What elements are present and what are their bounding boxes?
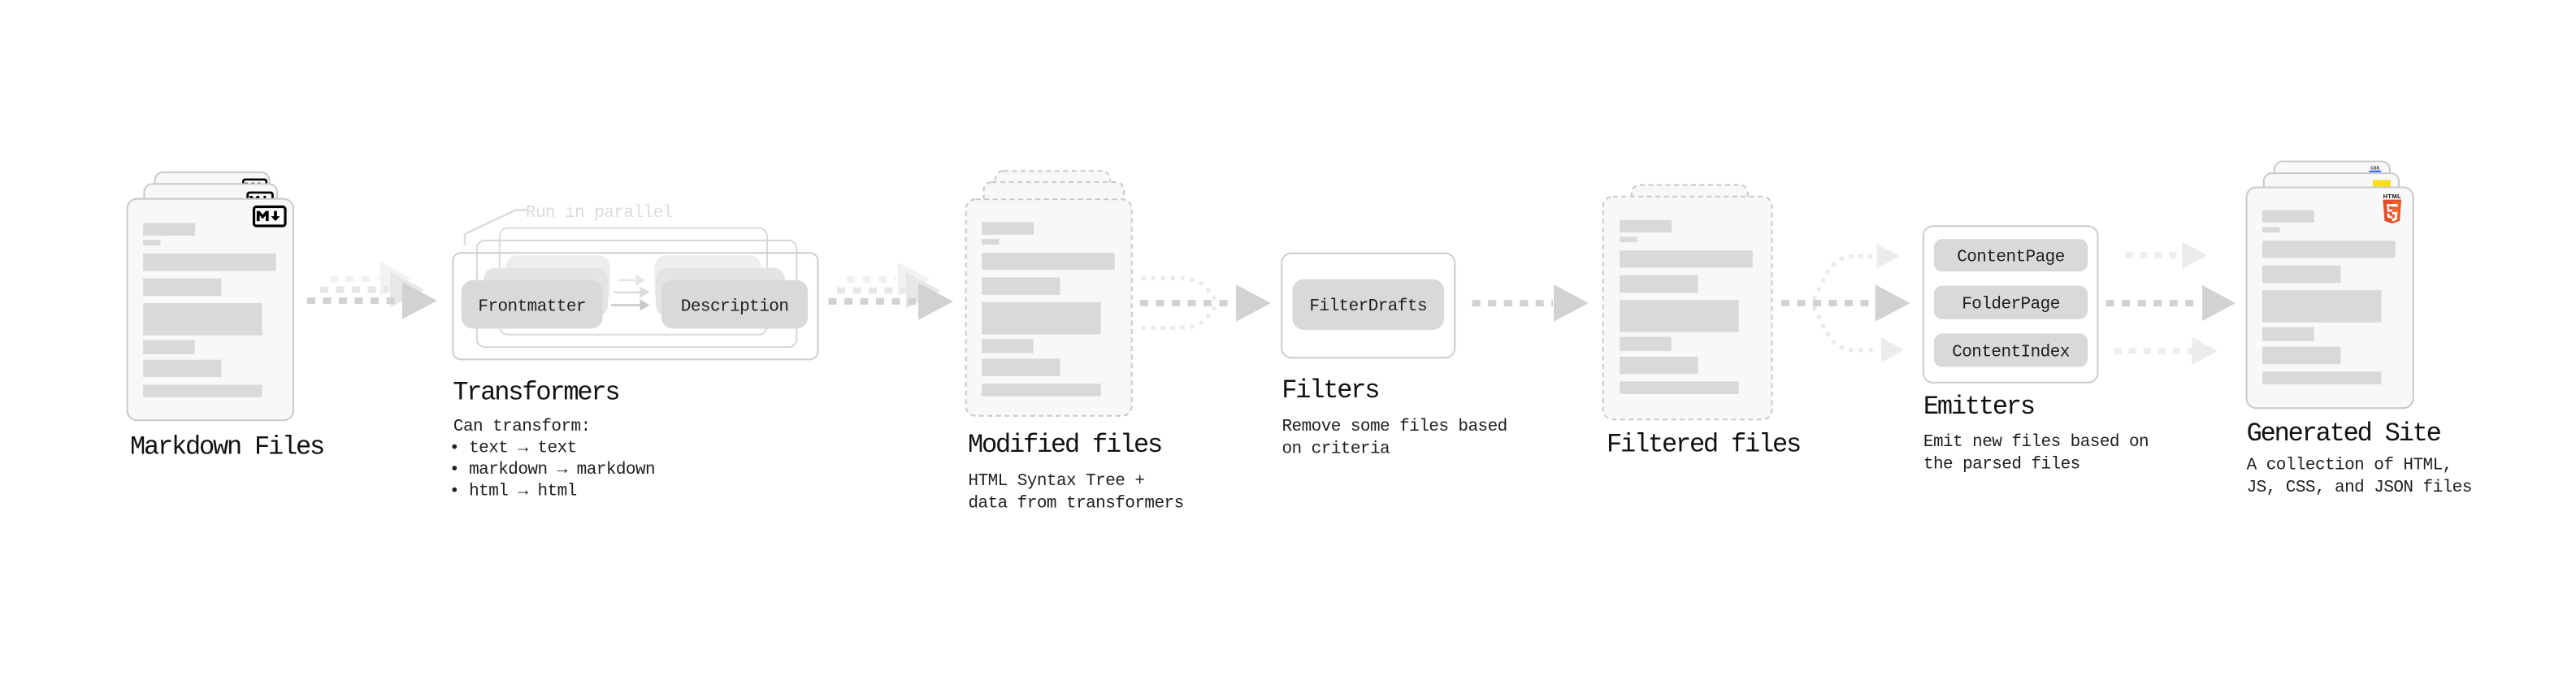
svg-text:• html → html: • html → html (449, 483, 577, 501)
svg-text:ContentIndex: ContentIndex (1952, 343, 2070, 362)
svg-text:Transformers: Transformers (453, 377, 618, 407)
svg-text:Can transform:: Can transform: (453, 418, 591, 436)
svg-text:A collection of HTML,: A collection of HTML, (2247, 457, 2452, 475)
svg-text:Description: Description (681, 297, 789, 316)
svg-text:Generated Site: Generated Site (2247, 418, 2441, 449)
svg-text:CSS: CSS (2370, 167, 2379, 171)
svg-text:Markdown Files: Markdown Files (130, 432, 323, 462)
svg-text:on criteria: on criteria (1282, 440, 1390, 459)
svg-text:FolderPage: FolderPage (1962, 296, 2060, 314)
svg-text:JS, CSS, and JSON files: JS, CSS, and JSON files (2247, 479, 2472, 497)
svg-text:Filters: Filters (1281, 375, 1378, 405)
svg-text:HTML Syntax Tree +: HTML Syntax Tree + (969, 472, 1145, 491)
svg-text:Run in parallel: Run in parallel (526, 204, 673, 223)
svg-text:Frontmatter: Frontmatter (478, 297, 586, 316)
svg-text:the parsed files: the parsed files (1923, 456, 2080, 475)
svg-text:Modified files: Modified files (968, 430, 1161, 460)
svg-text:Emitters: Emitters (1923, 392, 2034, 422)
svg-text:Remove some files based: Remove some files based (1282, 418, 1507, 436)
svg-text:FilterDrafts: FilterDrafts (1309, 297, 1427, 316)
svg-text:• text → text: • text → text (449, 440, 577, 458)
svg-text:HTML: HTML (2383, 193, 2401, 200)
svg-text:Emit new files based on: Emit new files based on (1923, 433, 2149, 452)
svg-text:Filtered files: Filtered files (1607, 430, 1800, 460)
svg-text:• markdown → markdown: • markdown → markdown (449, 461, 655, 479)
svg-text:data from transformers: data from transformers (969, 495, 1184, 514)
svg-text:ContentPage: ContentPage (1957, 249, 2065, 267)
